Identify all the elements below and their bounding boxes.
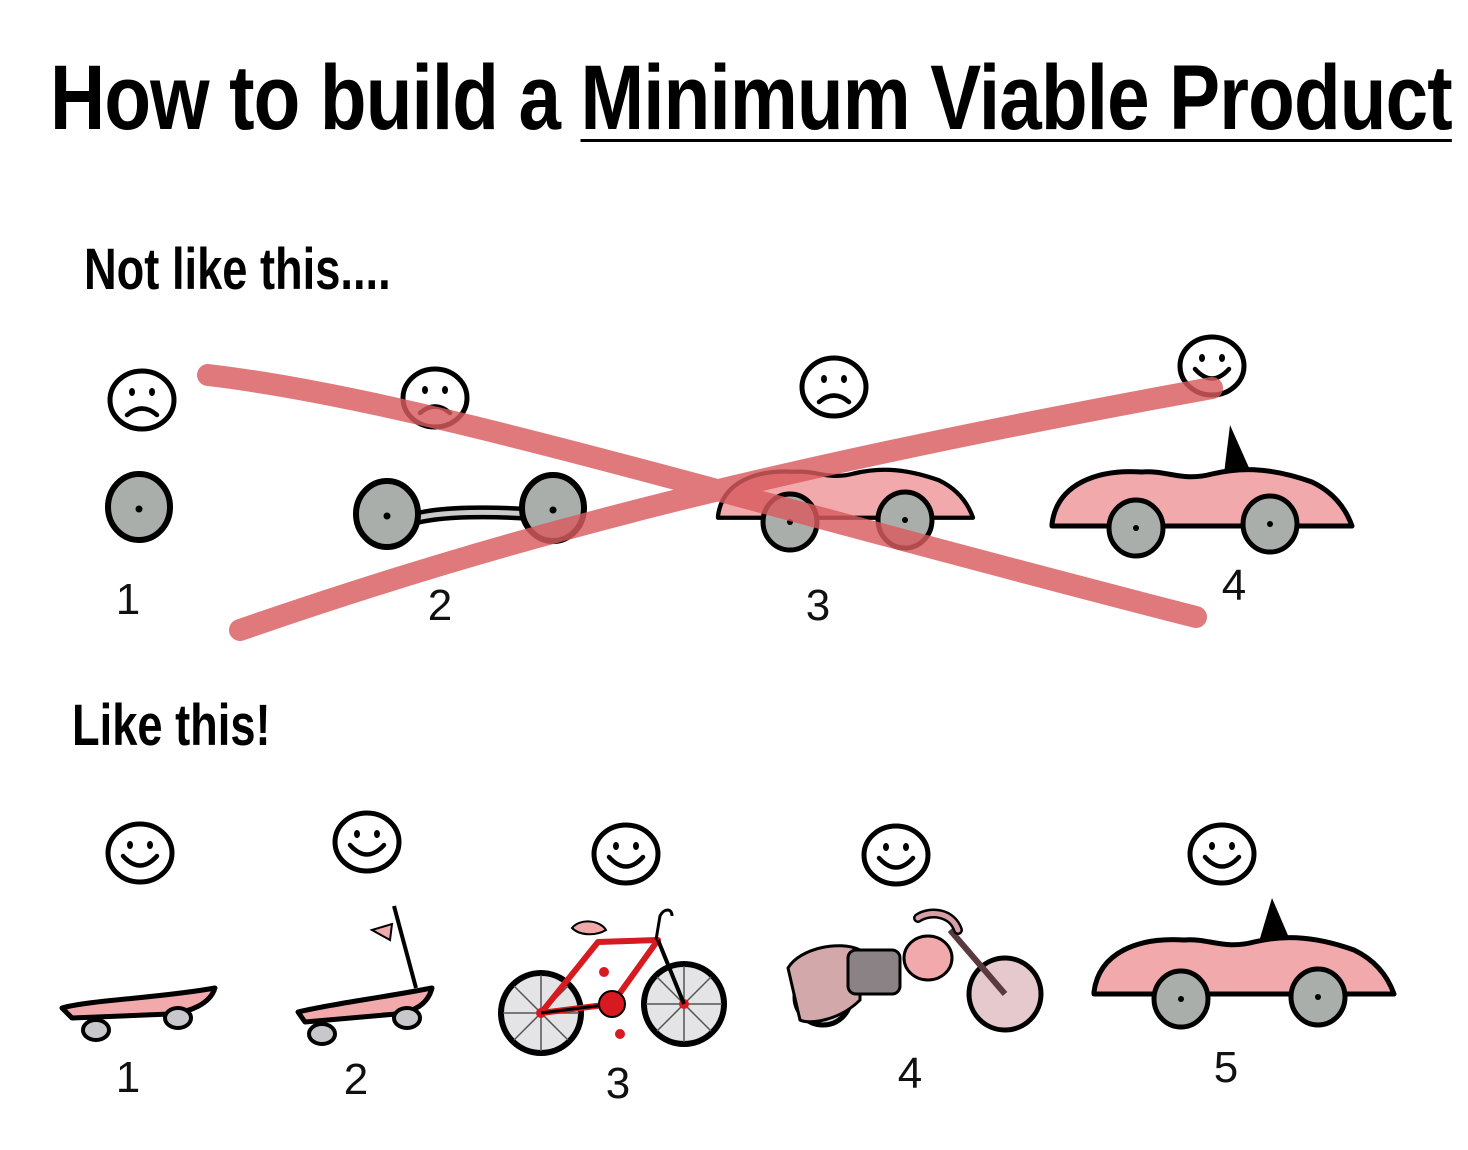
section-label-wrong: Not like this....	[84, 237, 391, 302]
section-label-right: Like this!	[72, 693, 271, 758]
right-step-1-skateboard	[59, 824, 218, 1042]
step-number: 3	[805, 581, 831, 630]
wrong-step-4	[1052, 337, 1352, 556]
happy-face-icon	[1190, 825, 1254, 883]
sad-face-icon	[110, 371, 174, 429]
happy-face-icon	[594, 825, 658, 883]
step-number: 2	[427, 581, 453, 630]
step-number: 2	[343, 1055, 369, 1104]
title-prefix: How to build a	[50, 47, 581, 149]
right-step-5-car	[1094, 825, 1394, 1027]
wheel-icon	[356, 481, 418, 547]
wheel-icon	[1291, 969, 1345, 1025]
step-number: 5	[1213, 1043, 1239, 1092]
happy-face-icon	[108, 824, 172, 882]
wrong-step-1	[108, 371, 174, 540]
happy-face-icon	[864, 826, 928, 884]
right-step-2-scooter	[295, 813, 435, 1046]
step-number: 1	[115, 575, 141, 624]
right-step-4-motorcycle	[786, 826, 1044, 1033]
step-number: 3	[605, 1059, 631, 1108]
wheel-icon	[1154, 971, 1208, 1027]
wheel-icon	[1109, 500, 1163, 556]
cross-out-mark	[197, 364, 1223, 641]
wrong-step-2	[356, 369, 584, 547]
sad-face-icon	[802, 358, 866, 416]
happy-face-icon	[335, 813, 399, 871]
wheel-icon	[1243, 496, 1297, 552]
wheel-icon	[108, 474, 170, 540]
right-step-3-bicycle	[501, 825, 724, 1053]
step-number: 1	[115, 1053, 141, 1102]
page-title: How to build a Minimum Viable Product	[50, 47, 1453, 149]
title-emphasis: Minimum Viable Product	[580, 47, 1452, 149]
step-number: 4	[897, 1049, 923, 1098]
step-number: 4	[1221, 561, 1247, 610]
